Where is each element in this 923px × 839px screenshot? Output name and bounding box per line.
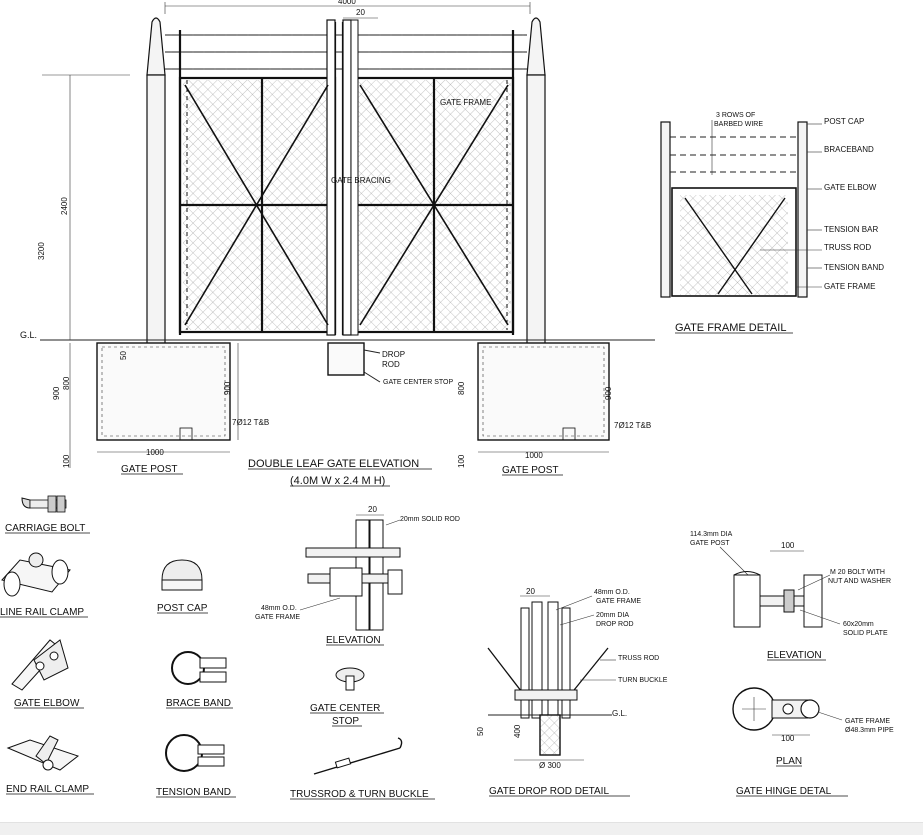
frame-detail-title: GATE FRAME DETAIL xyxy=(675,322,786,334)
drop-rod-gl: G.L. xyxy=(612,709,627,718)
dim-1000-left: 1000 xyxy=(146,448,164,457)
drop-rod-rod-1: 20mm DIA xyxy=(596,612,629,619)
braceband-callout: BRACEBAND xyxy=(824,145,874,154)
left-foundation xyxy=(96,342,231,441)
elevation-title: DOUBLE LEAF GATE ELEVATION xyxy=(248,458,419,470)
right-foundation xyxy=(477,342,610,441)
gate-frame-label: GATE FRAME xyxy=(440,98,491,107)
truss-title: TRUSSROD & TURN BUCKLE xyxy=(290,789,429,800)
dim-overall-width: 4000 xyxy=(338,0,356,6)
hinge-elevation-label: ELEVATION xyxy=(767,650,822,661)
left-post-cap xyxy=(146,17,166,76)
center-stop-title-2: STOP xyxy=(332,716,359,727)
hinge-plate-2: SOLID PLATE xyxy=(843,630,888,637)
rebar-right: 7Ø12 T&B xyxy=(614,421,651,430)
center-stop-dim-20: 20 xyxy=(368,505,377,514)
post-cap-label: POST CAP xyxy=(157,603,208,614)
solid-rod-label: 20mm SOLID ROD xyxy=(400,516,460,523)
center-stop-frame-2: GATE FRAME xyxy=(255,614,300,621)
barbed-label-1: 3 ROWS OF xyxy=(716,112,755,119)
hinge-bolt-1: M 20 BOLT WITH xyxy=(830,569,885,576)
drop-rod-frame-2: GATE FRAME xyxy=(596,598,641,605)
gate-frame-callout: GATE FRAME xyxy=(824,282,875,291)
drop-rod-truss-rod: TRUSS ROD xyxy=(618,655,659,662)
dim-900-left: 900 xyxy=(52,386,61,400)
drop-rod-frame-1: 48mm O.D. xyxy=(594,589,630,596)
hinge-plan-label: PLAN xyxy=(776,756,802,767)
dim-800-right: 800 xyxy=(457,381,466,395)
dim-900-right: 900 xyxy=(604,386,613,400)
hinge-plate-1: 60x20mm xyxy=(843,621,874,628)
gate-hinge-detail: 114.3mm DIA GATE POST 100 M 20 BOLT WITH… xyxy=(690,531,894,797)
hinge-frame-2: Ø48.3mm PIPE xyxy=(845,727,894,734)
hinge-dim-100-bottom: 100 xyxy=(781,734,795,743)
right-post-cap xyxy=(526,17,546,76)
hinge-title: GATE HINGE DETAL xyxy=(736,786,832,797)
hinge-post-2: GATE POST xyxy=(690,540,730,547)
gate-center-stop-detail: 20 20mm SOLID ROD 48mm O.D. GATE FRAME E… xyxy=(255,505,460,800)
hinge-frame-1: GATE FRAME xyxy=(845,718,890,725)
gate-bracing-label: GATE BRACING xyxy=(331,176,391,185)
dim-800-left: 800 xyxy=(62,376,71,390)
drop-rod-dim-20: 20 xyxy=(526,587,535,596)
gate-elbow-label: GATE ELBOW xyxy=(14,698,80,709)
dim-gap: 20 xyxy=(356,8,365,17)
line-rail-clamp-label: LINE RAIL CLAMP xyxy=(0,607,84,618)
center-stop-frame-1: 48mm O.D. xyxy=(261,605,297,612)
gate-center-stop-label: GATE CENTER STOP xyxy=(383,379,453,386)
hinge-bolt-2: NUT AND WASHER xyxy=(828,578,891,585)
gate-frame-detail: 3 ROWS OF BARBED WIRE POST CAP BRACEBAND… xyxy=(660,112,884,334)
tension-bar-callout: TENSION BAR xyxy=(824,225,878,234)
drop-rod-rod-2: DROP ROD xyxy=(596,621,634,628)
gate-elbow-callout: GATE ELBOW xyxy=(824,183,877,192)
tension-band-callout: TENSION BAND xyxy=(824,263,884,272)
gate-drop-rod-detail: 20 Ø 300 48mm O.D. GATE FRAME 20mm DIA D… xyxy=(476,587,668,797)
dim-100-right: 100 xyxy=(457,454,466,468)
dim-1000-right: 1000 xyxy=(525,451,543,460)
barbed-label-2: BARBED WIRE xyxy=(714,121,763,128)
drop-rod-title: GATE DROP ROD DETAIL xyxy=(489,786,609,797)
dim-100-left: 100 xyxy=(62,454,71,468)
end-rail-clamp-label: END RAIL CLAMP xyxy=(6,784,89,795)
dim-height-fence: 2400 xyxy=(60,197,69,215)
drop-rod-turn-buckle: TURN BUCKLE xyxy=(618,677,668,684)
center-stop-title-1: GATE CENTER xyxy=(310,703,380,714)
rebar-left: 7Ø12 T&B xyxy=(232,418,269,427)
dim-height-total: 3200 xyxy=(37,242,46,260)
tension-band-label: TENSION BAND xyxy=(156,787,231,798)
bottom-bar xyxy=(0,822,923,835)
gate-post-right-label: GATE POST xyxy=(502,465,559,476)
elevation-subtitle: (4.0M W x 2.4 M H) xyxy=(290,475,385,487)
drop-rod-dim-50: 50 xyxy=(476,727,485,736)
hinge-post-1: 114.3mm DIA xyxy=(690,531,733,538)
gl-label: G.L. xyxy=(20,330,37,340)
post-cap-callout: POST CAP xyxy=(824,117,864,126)
parts-mid: POST CAP BRACE BAND TENSION BAND xyxy=(156,559,236,798)
drop-rod-dim-300: Ø 300 xyxy=(539,761,561,770)
center-stop-block xyxy=(327,342,365,376)
dim-50: 50 xyxy=(119,351,128,360)
carriage-bolt-label: CARRIAGE BOLT xyxy=(5,523,85,534)
dim-900-mid: 900 xyxy=(223,381,232,395)
gate-bracing xyxy=(184,84,509,326)
gate-post-left-label: GATE POST xyxy=(121,464,178,475)
gate-elevation: 4000 20 xyxy=(20,0,655,487)
center-stop-elevation-label: ELEVATION xyxy=(326,635,381,646)
hinge-dim-100-top: 100 xyxy=(781,541,795,550)
drop-rod-dim-400: 400 xyxy=(513,724,522,738)
parts-left: CARRIAGE BOLT LINE RAIL CLAMP GATE ELBOW… xyxy=(0,495,94,795)
rod-label: ROD xyxy=(382,360,400,369)
truss-rod-callout: TRUSS ROD xyxy=(824,243,871,252)
drop-label: DROP xyxy=(382,350,405,359)
brace-band-label: BRACE BAND xyxy=(166,698,231,709)
